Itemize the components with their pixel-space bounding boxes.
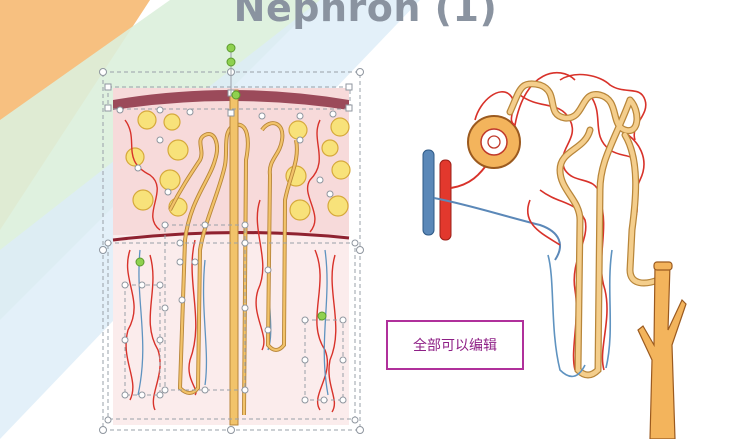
duct-cap <box>653 261 673 271</box>
glomerulus <box>321 139 339 157</box>
vasa-recta-right <box>547 249 613 378</box>
glomerulus <box>330 117 350 137</box>
glomerulus <box>125 147 145 167</box>
glomerulus-knot <box>480 128 508 156</box>
collecting-duct-trunk <box>637 264 687 439</box>
edit-note-text: 全部可以编辑 <box>413 338 497 354</box>
edit-note-box[interactable]: 全部可以编辑 <box>386 320 524 370</box>
rotation-handles[interactable] <box>135 43 327 321</box>
nephron-tubule <box>507 81 661 378</box>
selection-handles[interactable] <box>99 68 364 434</box>
glomerulus <box>331 160 351 180</box>
glomerulus <box>327 195 349 217</box>
glomerulus <box>163 113 181 131</box>
glomerulus-inner <box>487 135 501 149</box>
glomerulus <box>132 189 154 211</box>
venule <box>433 197 561 261</box>
capillaries <box>124 119 337 413</box>
glomerulus <box>167 139 189 161</box>
glomerulus <box>137 110 157 130</box>
slide-title: Nephron (1) <box>233 0 498 30</box>
renal-vein <box>422 149 435 236</box>
glomerulus <box>289 199 311 221</box>
tubules-fill <box>169 122 298 416</box>
